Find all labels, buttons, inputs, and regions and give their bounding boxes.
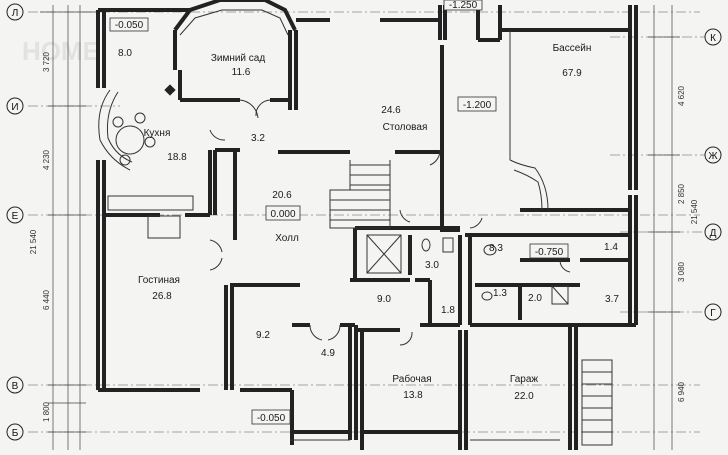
dim-left-5: 1 800 <box>42 401 51 422</box>
walls <box>96 0 638 450</box>
room-area-garage: 22.0 <box>514 391 534 402</box>
room-area-winter-garden: 11.6 <box>232 67 251 78</box>
room-area-living: 26.8 <box>152 291 172 302</box>
axis-label-d: Д <box>710 228 717 239</box>
room-name-garage: Гараж <box>510 374 539 385</box>
area-1-4: 1.4 <box>604 242 618 253</box>
dim-right-1: 4 620 <box>677 85 686 106</box>
axis-label-v: В <box>12 381 19 392</box>
room-labels: Зимний сад 11.6 Кухня 18.8 24.6 Столовая… <box>118 43 619 402</box>
dim-right-3: 21 540 <box>690 199 699 224</box>
level-hall: 0.000 <box>270 209 295 220</box>
area-3-0: 3.0 <box>425 260 439 271</box>
dimension-texts: 3 720 4 230 21 540 6 440 1 800 4 620 2 8… <box>29 51 699 422</box>
room-name-study: Рабочая <box>392 373 431 385</box>
thin-lines <box>98 9 613 446</box>
room-name-winter-garden: Зимний сад <box>211 53 266 64</box>
dim-right-5: 6 940 <box>677 381 686 402</box>
dim-left-1: 3 720 <box>42 51 51 72</box>
area-3-7: 3.7 <box>605 294 619 305</box>
level-top: -1.250 <box>449 0 478 11</box>
axis-label-e: Е <box>12 211 19 222</box>
room-area-pool: 67.9 <box>562 68 582 79</box>
area-9-0: 9.0 <box>377 294 391 305</box>
area-8-0: 8.0 <box>118 48 132 59</box>
level-top-left: -0.050 <box>115 20 144 31</box>
axis-label-l: Л <box>12 8 19 19</box>
area-1-8: 1.8 <box>441 305 455 316</box>
room-area-kitchen: 18.8 <box>167 152 187 163</box>
room-area-hall: 20.6 <box>272 190 292 201</box>
dim-left-3: 21 540 <box>29 229 38 254</box>
room-name-kitchen: Кухня <box>144 128 171 139</box>
watermark: HOME <box>22 36 100 66</box>
dim-right-4: 3 080 <box>677 261 686 282</box>
room-name-dining: Столовая <box>383 122 428 133</box>
axis-label-b: Б <box>12 428 19 439</box>
level-pool: -1.200 <box>463 100 492 111</box>
axis-label-i: И <box>11 102 18 113</box>
area-1-3: 1.3 <box>493 288 507 299</box>
level-marks: -0.050 -1.250 -1.200 0.000 -0.750 -0.050 <box>109 0 569 425</box>
level-bottom: -0.050 <box>257 413 286 424</box>
axis-label-k: К <box>710 33 716 44</box>
level-right: -0.750 <box>535 247 564 258</box>
area-3-2: 3.2 <box>251 133 265 144</box>
dimension-lines <box>40 5 680 450</box>
area-9-2: 9.2 <box>256 330 270 341</box>
area-4-9: 4.9 <box>321 348 335 359</box>
dim-left-2: 4 230 <box>42 149 51 170</box>
room-area-study: 13.8 <box>403 390 423 401</box>
room-area-dining: 24.6 <box>381 105 401 116</box>
axis-markers-left: Л И Е В Б <box>6 3 24 441</box>
area-2-0: 2.0 <box>528 293 542 304</box>
axis-label-zh: Ж <box>708 151 718 162</box>
room-name-hall: Холл <box>275 233 299 244</box>
dim-right-2: 2 850 <box>677 183 686 204</box>
room-name-pool: Бассейн <box>553 43 592 54</box>
area-8-3: 8.3 <box>489 243 503 254</box>
room-name-living: Гостиная <box>138 275 180 286</box>
axis-label-g: Г <box>710 308 716 319</box>
dim-left-4: 6 440 <box>42 289 51 310</box>
axis-markers-right: К Ж Д Г <box>704 28 722 321</box>
